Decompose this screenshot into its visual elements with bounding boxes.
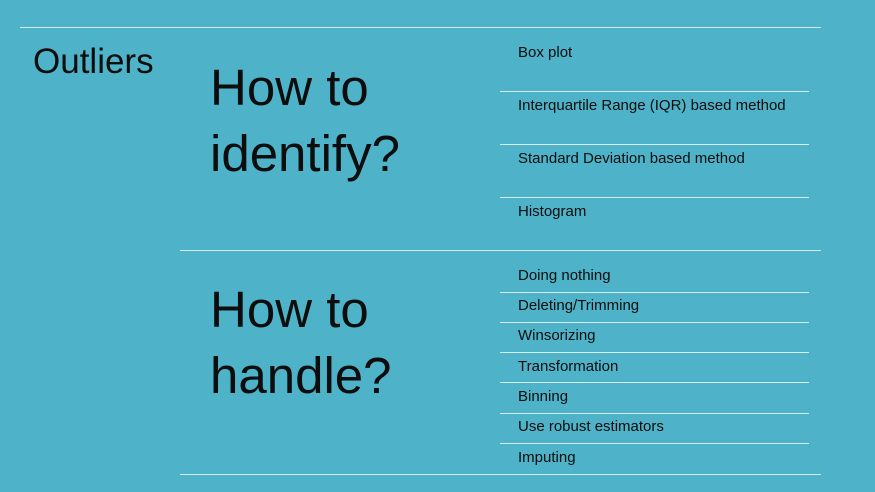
- list-item: Deleting/Trimming: [518, 297, 640, 314]
- row-divider: [500, 197, 809, 198]
- list-item: Imputing: [518, 449, 576, 466]
- row-divider: [500, 322, 809, 323]
- section-separator-line: [180, 250, 821, 251]
- section-heading-line: handle?: [210, 347, 392, 404]
- section-heading-line: How to: [210, 281, 369, 338]
- list-item: Histogram: [518, 203, 587, 220]
- row-divider: [500, 144, 809, 145]
- slide-title: Outliers: [33, 42, 154, 81]
- bottom-border-line: [180, 474, 821, 475]
- row-divider: [500, 443, 809, 444]
- list-item: Binning: [518, 388, 569, 405]
- list-item: Use robust estimators: [518, 418, 664, 435]
- section-heading-line: identify?: [210, 125, 400, 182]
- list-item: Box plot: [518, 44, 573, 61]
- section-heading-identify: How to identify?: [210, 55, 490, 187]
- row-divider: [500, 352, 809, 353]
- list-item: Interquartile Range (IQR) based method: [518, 97, 786, 114]
- top-border-line: [20, 27, 821, 28]
- list-item: Doing nothing: [518, 267, 611, 284]
- row-divider: [500, 413, 809, 414]
- row-divider: [500, 382, 809, 383]
- list-item: Transformation: [518, 358, 619, 375]
- row-divider: [500, 292, 809, 293]
- list-item: Winsorizing: [518, 327, 596, 344]
- section-heading-line: How to: [210, 59, 369, 116]
- row-divider: [500, 91, 809, 92]
- list-item: Standard Deviation based method: [518, 150, 745, 167]
- section-heading-handle: How to handle?: [210, 277, 490, 409]
